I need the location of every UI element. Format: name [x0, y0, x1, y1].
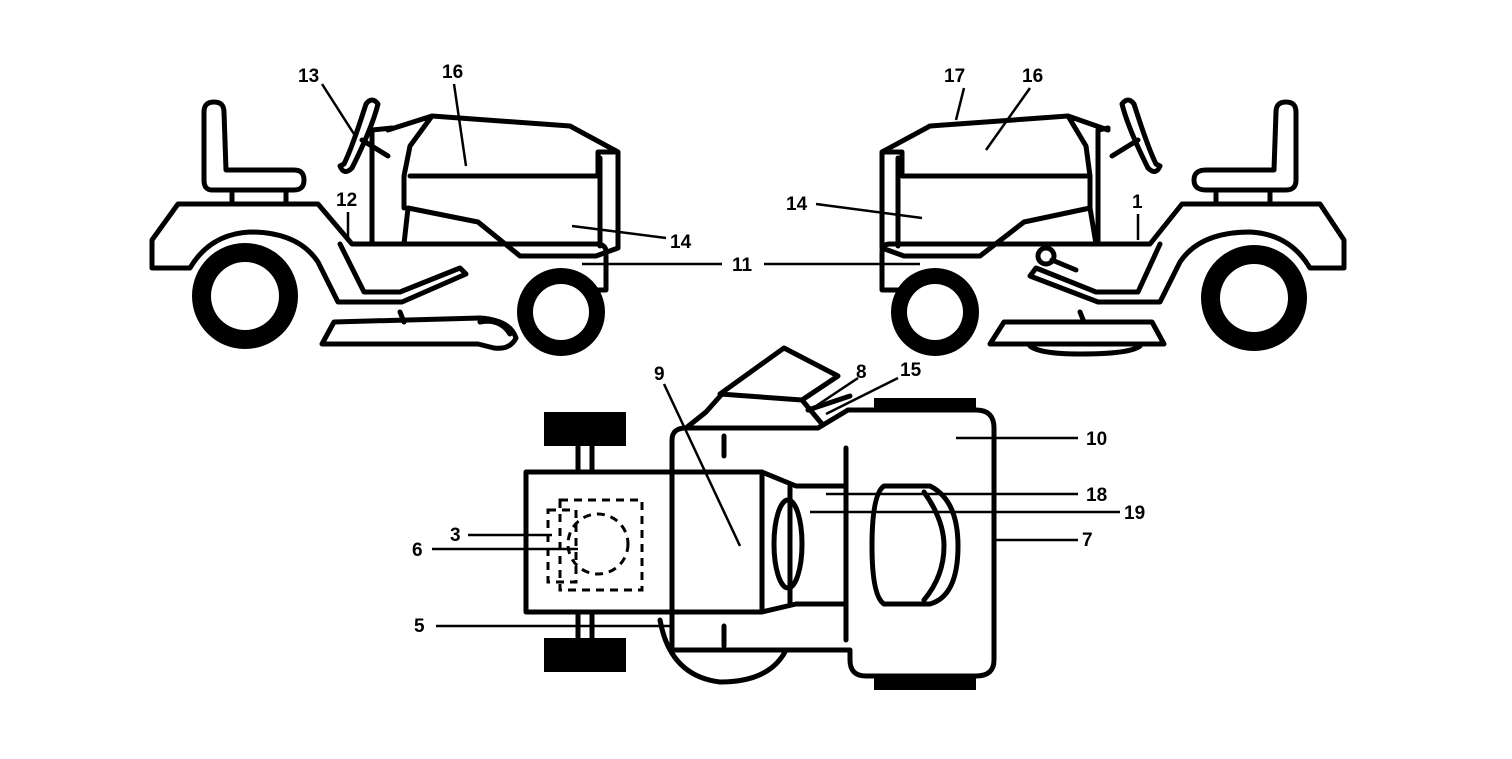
front-wheel-hub-right — [907, 284, 963, 340]
label-12: 12 — [336, 190, 357, 211]
top-axle-stubs — [575, 443, 595, 641]
label-17: 17 — [944, 66, 965, 87]
top-engine-hood — [869, 483, 961, 607]
label-6: 6 — [412, 540, 423, 561]
label-18: 18 — [1086, 485, 1107, 506]
rear-wheel-hub-right — [1220, 264, 1288, 332]
top-seat-side-outline — [546, 508, 578, 584]
steering-right — [1095, 97, 1163, 247]
label-13: 13 — [298, 66, 319, 87]
label-14-left: 14 — [670, 232, 692, 253]
tractor-right-side-view — [879, 97, 1347, 357]
seat-right — [1191, 99, 1299, 193]
top-steering-wheel — [771, 497, 805, 591]
leader-lines — [320, 83, 1140, 628]
steering-left — [337, 97, 395, 247]
label-14-right: 14 — [786, 194, 808, 215]
label-16-right: 16 — [1022, 66, 1043, 87]
front-wheel-hub-left — [533, 284, 589, 340]
label-1: 1 — [1132, 192, 1143, 213]
label-3: 3 — [450, 525, 461, 546]
label-7: 7 — [1082, 530, 1093, 551]
top-fuel-cap-outline — [566, 512, 630, 576]
top-seat-outline — [558, 498, 644, 592]
label-15: 15 — [900, 360, 922, 381]
rear-fender-right — [879, 201, 1347, 305]
top-deck-bottom-curve — [657, 617, 789, 685]
top-rear-wheel-lower — [544, 638, 626, 672]
top-hood — [759, 469, 849, 615]
tractor-left-side-view — [149, 97, 621, 356]
label-8: 8 — [856, 362, 867, 383]
top-front-wheel-lower — [874, 676, 976, 690]
callout-labels: 13 16 12 14 11 17 16 14 1 9 8 15 10 18 1… — [298, 62, 1145, 637]
label-11: 11 — [732, 255, 753, 276]
top-discharge-chute — [717, 345, 853, 427]
label-10: 10 — [1086, 429, 1107, 450]
fuel-cap-right — [1035, 245, 1057, 267]
label-5: 5 — [414, 616, 425, 637]
mower-deck-right — [987, 309, 1167, 357]
label-19: 19 — [1124, 503, 1145, 524]
label-16-left: 16 — [442, 62, 463, 83]
mower-deck-left — [319, 309, 519, 351]
top-rear-wheel-upper — [544, 412, 626, 446]
tractor-top-view — [523, 345, 997, 690]
hood-right — [879, 113, 1111, 259]
label-9: 9 — [654, 364, 665, 385]
hood-left — [385, 113, 621, 259]
lever-right — [1049, 257, 1079, 273]
top-mower-deck — [669, 391, 997, 679]
seat-left — [201, 99, 307, 193]
rear-wheel-hub-left — [211, 262, 279, 330]
